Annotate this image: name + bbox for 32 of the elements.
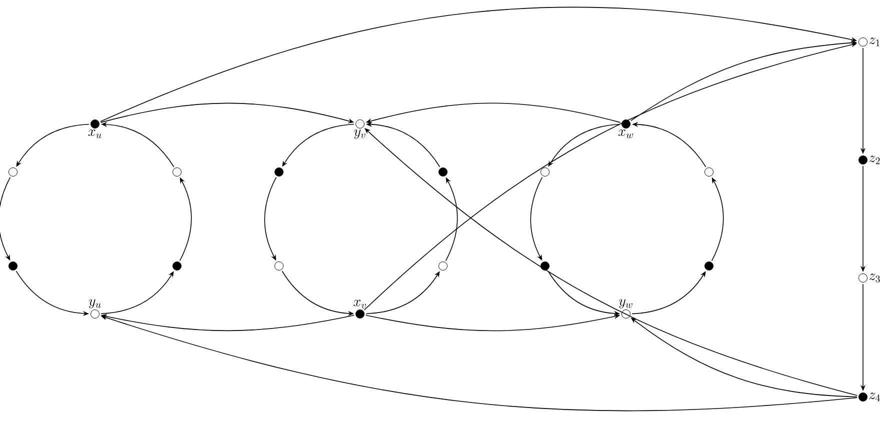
- node-label: $y_u$: [88, 299, 101, 308]
- labeled-filled-vertex: $x_w$: [618, 119, 633, 138]
- labeled-filled-vertex: $x_u$: [88, 119, 102, 138]
- filled-vertex: [8, 261, 18, 270]
- hollow-vertex: [438, 261, 448, 270]
- filled-vertex: [704, 261, 714, 270]
- node-label: $x_u$: [88, 130, 102, 138]
- filled-vertex: [274, 168, 284, 176]
- labeled-hollow-vertex: $y_v$: [354, 119, 366, 139]
- labeled-filled-vertex: $x_v$: [354, 300, 366, 318]
- filled-vertex: [172, 261, 182, 270]
- labeled-hollow-vertex: $y_u$: [88, 299, 101, 318]
- node-label: $z_4$: [869, 392, 880, 402]
- labeled-filled-vertex: $z_2$: [858, 156, 880, 164]
- labeled-hollow-vertex: $z_3$: [858, 274, 880, 282]
- node-label: $y_v$: [354, 130, 366, 139]
- hollow-vertex: [704, 168, 714, 176]
- node-label: $z_1$: [869, 38, 880, 46]
- filled-vertex: [540, 261, 550, 270]
- labeled-hollow-vertex: $z_1$: [858, 38, 880, 46]
- hollow-vertex: [540, 168, 550, 176]
- node-label: $z_2$: [869, 156, 880, 164]
- hollow-vertex: [274, 261, 284, 270]
- node-label: $z_3$: [869, 274, 880, 282]
- labeled-hollow-vertex: $y_w$: [619, 299, 632, 318]
- hollow-vertex: [172, 168, 182, 176]
- node-label: $x_v$: [354, 300, 366, 308]
- labeled-filled-vertex: $z_4$: [858, 392, 880, 402]
- node-label: $y_w$: [618, 299, 632, 308]
- node-label: $x_w$: [618, 130, 633, 138]
- hollow-vertex: [8, 168, 18, 176]
- filled-vertex: [438, 168, 448, 176]
